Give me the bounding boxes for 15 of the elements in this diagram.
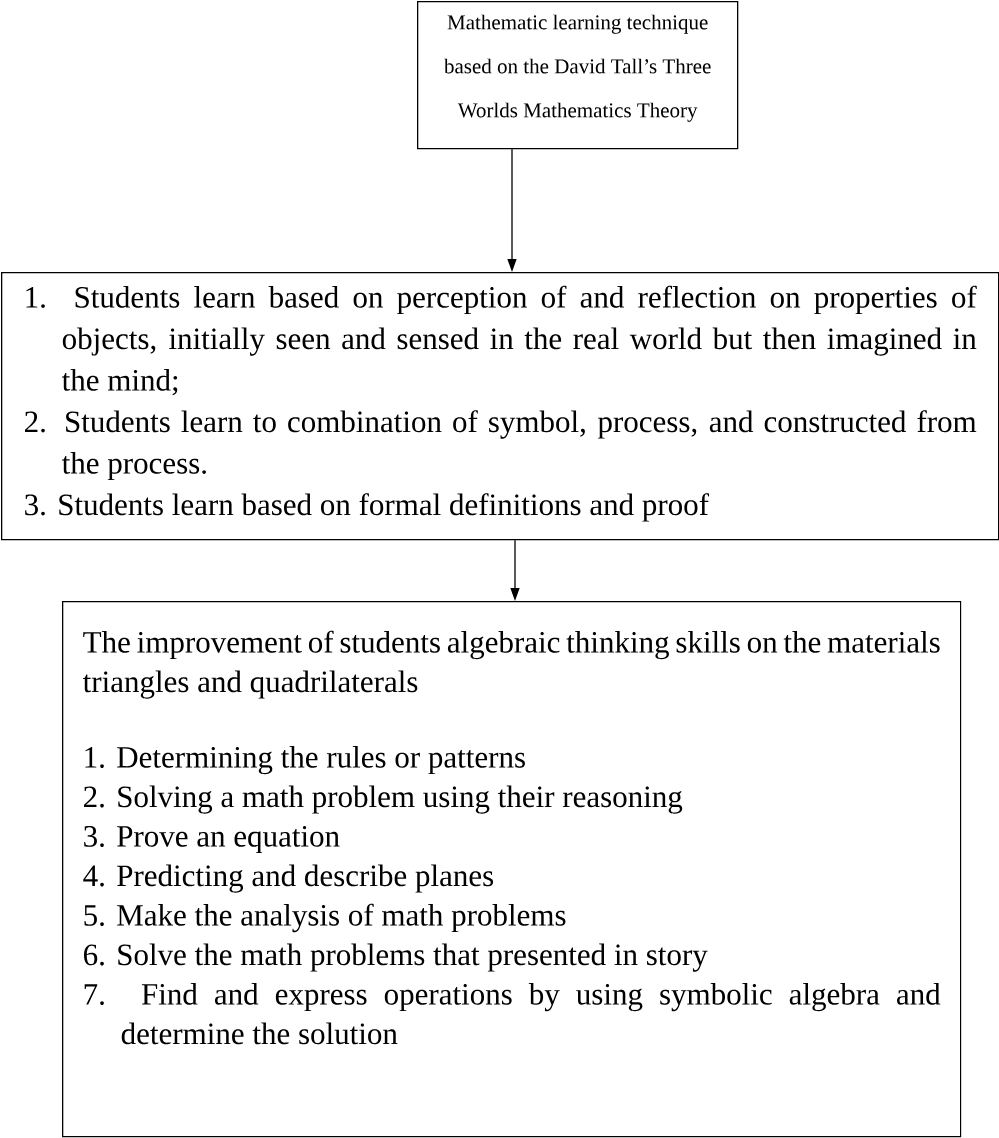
heading-text: Mathematic learning technique based on the David Tall’s Three Worlds Mathematics Theory xyxy=(443,14,711,122)
list-item: 3. Prove an equation xyxy=(84,825,340,854)
heading-text: The improvement of students algebraic thinking skills on the materials triangles and quadrilaterals xyxy=(82,630,940,699)
list-item: 4. Predicting and describe planes xyxy=(83,864,494,893)
list-item: 1. Determining the rules or patterns xyxy=(85,745,525,775)
list-item: 1. Students learn based on perception of and reflection on properties of objects, initially seen and sensed in the real world but then imagined in the mind; xyxy=(26,285,977,396)
text-box xyxy=(417,1,739,150)
list-item: 3. Students learn based on formal definitions and proof xyxy=(25,493,709,522)
list-item: 2. Solving a math problem using their reasoning xyxy=(84,785,683,814)
list-item: 7. Find and express operations by using symbolic algebra and determine the solution xyxy=(84,982,941,1045)
list-item: 6. Solve the math problems that presented in story xyxy=(84,943,708,972)
list-item: 5. Make the analysis of math problems xyxy=(84,903,566,933)
list-item: 2. Students learn to combination of symbol, process, and constructed from the process. xyxy=(25,410,977,481)
text-box xyxy=(62,601,962,1138)
text-box xyxy=(1,272,999,541)
